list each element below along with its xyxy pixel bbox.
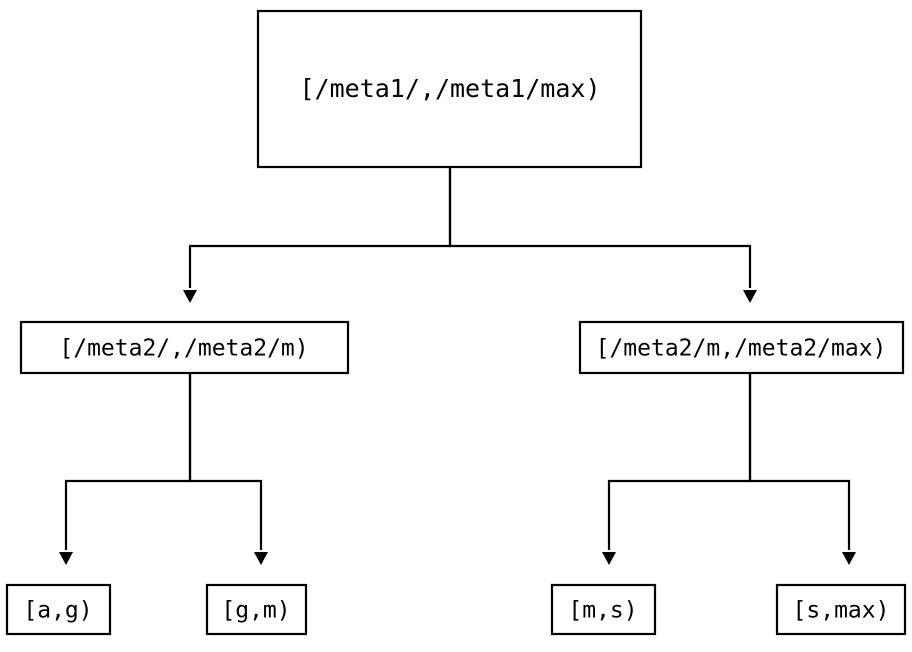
arrowhead-down-icon — [842, 552, 856, 565]
node-root-label: [/meta1/,/meta1/max) — [299, 74, 600, 103]
edge-path — [64, 373, 192, 550]
edge-mid-left-to-leaf-g-m — [188, 373, 268, 565]
node-leaf-m-s-box[interactable] — [550, 583, 657, 636]
node-leaf-g-m-label: [g,m) — [221, 598, 290, 624]
node-leaf-s-max-box[interactable] — [775, 583, 907, 636]
edge-mid-right-to-leaf-s-max — [748, 373, 856, 565]
edge-path — [188, 373, 263, 550]
node-leaf-s-max[interactable]: [s,max) — [775, 583, 907, 636]
node-root[interactable]: [/meta1/,/meta1/max) — [256, 9, 643, 169]
edge-mid-left-to-leaf-a-g — [59, 373, 192, 565]
arrowhead-down-icon — [254, 552, 268, 565]
edge-path — [748, 373, 851, 550]
node-mid-right[interactable]: [/meta2/m,/meta2/max) — [578, 320, 905, 375]
node-leaf-a-g-box[interactable] — [5, 583, 112, 636]
arrowhead-down-icon — [743, 290, 757, 303]
node-root-box[interactable] — [256, 9, 643, 169]
node-mid-left-label: [/meta2/,/meta2/m) — [59, 336, 308, 362]
node-leaf-m-s[interactable]: [m,s) — [550, 583, 657, 636]
edge-path — [448, 167, 752, 288]
node-leaf-s-max-label: [s,max) — [793, 598, 890, 624]
node-leaf-a-g-label: [a,g) — [23, 598, 92, 624]
node-leaf-g-m[interactable]: [g,m) — [205, 583, 308, 636]
node-mid-left-box[interactable] — [19, 320, 350, 375]
edge-path — [607, 373, 752, 550]
arrowhead-down-icon — [183, 290, 197, 303]
arrowhead-down-icon — [602, 552, 616, 565]
node-leaf-m-s-label: [m,s) — [568, 598, 637, 624]
node-leaf-g-m-box[interactable] — [205, 583, 308, 636]
edge-root-to-mid-right — [448, 167, 757, 303]
node-mid-right-label: [/meta2/m,/meta2/max) — [596, 336, 887, 362]
edge-mid-right-to-leaf-m-s — [602, 373, 752, 565]
node-mid-right-box[interactable] — [578, 320, 905, 375]
node-leaf-a-g[interactable]: [a,g) — [5, 583, 112, 636]
edge-root-to-mid-left — [183, 167, 452, 303]
arrowhead-down-icon — [59, 552, 73, 565]
node-mid-left[interactable]: [/meta2/,/meta2/m) — [19, 320, 350, 375]
edge-path — [188, 167, 452, 288]
